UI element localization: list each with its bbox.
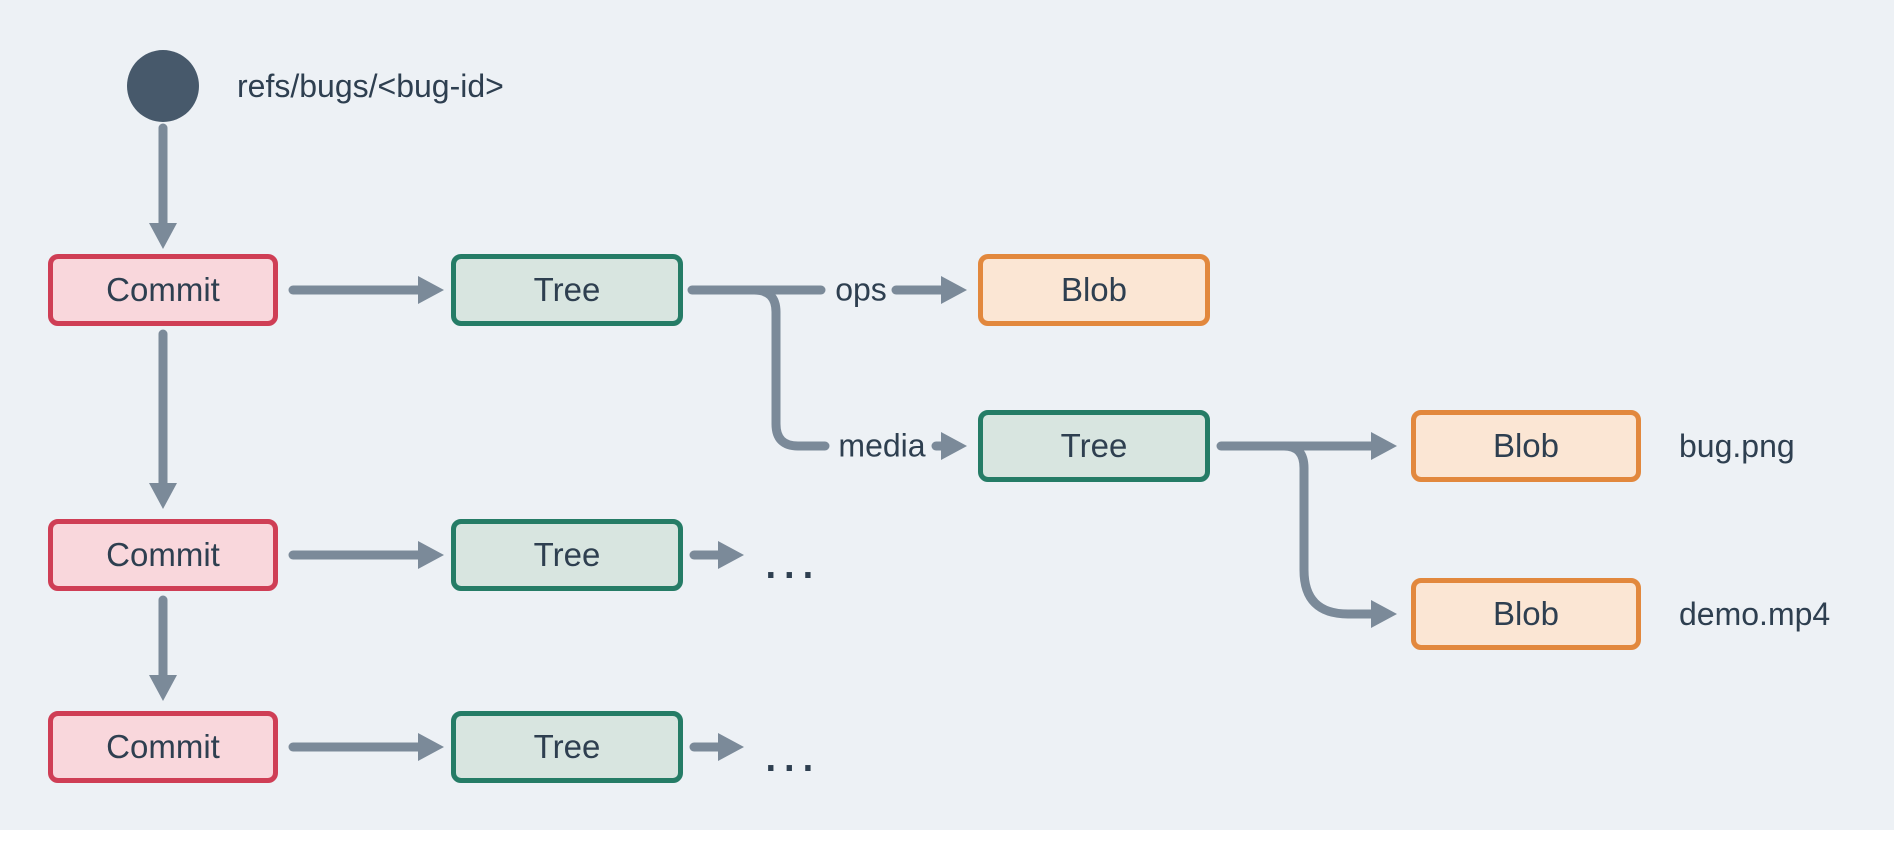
edge-tree1-branch-to-media	[749, 285, 830, 451]
blob-node-ops: Blob	[978, 254, 1210, 326]
arrowhead-tree-row2-to-ellipsis	[718, 541, 744, 569]
tree-node-media: Tree	[978, 410, 1210, 482]
arrowhead-treemedia-to-blob-demo	[1371, 600, 1397, 628]
arrowhead-commit1-to-tree1	[418, 276, 444, 304]
arrowhead-commit1-to-commit2	[149, 483, 177, 509]
arrowhead-treemedia-to-blob-bug	[1371, 432, 1397, 460]
tree-node-row2: Tree	[451, 519, 683, 591]
blob-node-demo: Blob	[1411, 578, 1641, 650]
blob-node-bug-label: Blob	[1492, 427, 1560, 464]
blob-node-demo-label: Blob	[1492, 595, 1560, 632]
arrowhead-ops-to-blob	[941, 276, 967, 304]
blob-node-bug: Blob	[1411, 410, 1641, 482]
arrowhead-ref-to-commit1	[149, 223, 177, 249]
commit-node-3-label: Commit	[106, 728, 220, 765]
blob-node-ops-label: Blob	[1060, 271, 1128, 308]
edge-label-ops: ops	[835, 271, 887, 308]
edge-label-media: media	[838, 427, 926, 464]
tree-node-1-label: Tree	[533, 271, 601, 308]
arrowhead-commit2-to-commit3	[149, 675, 177, 701]
arrowhead-commit2-to-tree-row2	[418, 541, 444, 569]
arrowhead-commit3-to-tree-row3	[418, 733, 444, 761]
commit-node-1: Commit	[48, 254, 278, 326]
tree-node-row3: Tree	[451, 711, 683, 783]
commit-node-2-label: Commit	[106, 536, 220, 573]
tree-node-media-label: Tree	[1060, 427, 1128, 464]
arrowhead-media-to-tree	[941, 432, 967, 460]
commit-node-1-label: Commit	[106, 271, 220, 308]
ellipsis-row2: ...	[763, 527, 819, 590]
tree-node-row2-label: Tree	[533, 536, 601, 573]
commit-node-2: Commit	[48, 519, 278, 591]
file-label-demo-mp4: demo.mp4	[1679, 595, 1831, 632]
tree-node-1: Tree	[451, 254, 683, 326]
tree-node-row3-label: Tree	[533, 728, 601, 765]
file-label-bug-png: bug.png	[1679, 427, 1795, 464]
edge-treemedia-to-blob-demo	[1279, 441, 1376, 619]
arrowhead-tree-row3-to-ellipsis	[718, 733, 744, 761]
ellipsis-row3: ...	[763, 720, 819, 783]
ref-head-circle	[127, 50, 199, 122]
commit-node-3: Commit	[48, 711, 278, 783]
ref-label: refs/bugs/<bug-id>	[237, 67, 504, 104]
bottom-white-strip	[0, 830, 1894, 844]
